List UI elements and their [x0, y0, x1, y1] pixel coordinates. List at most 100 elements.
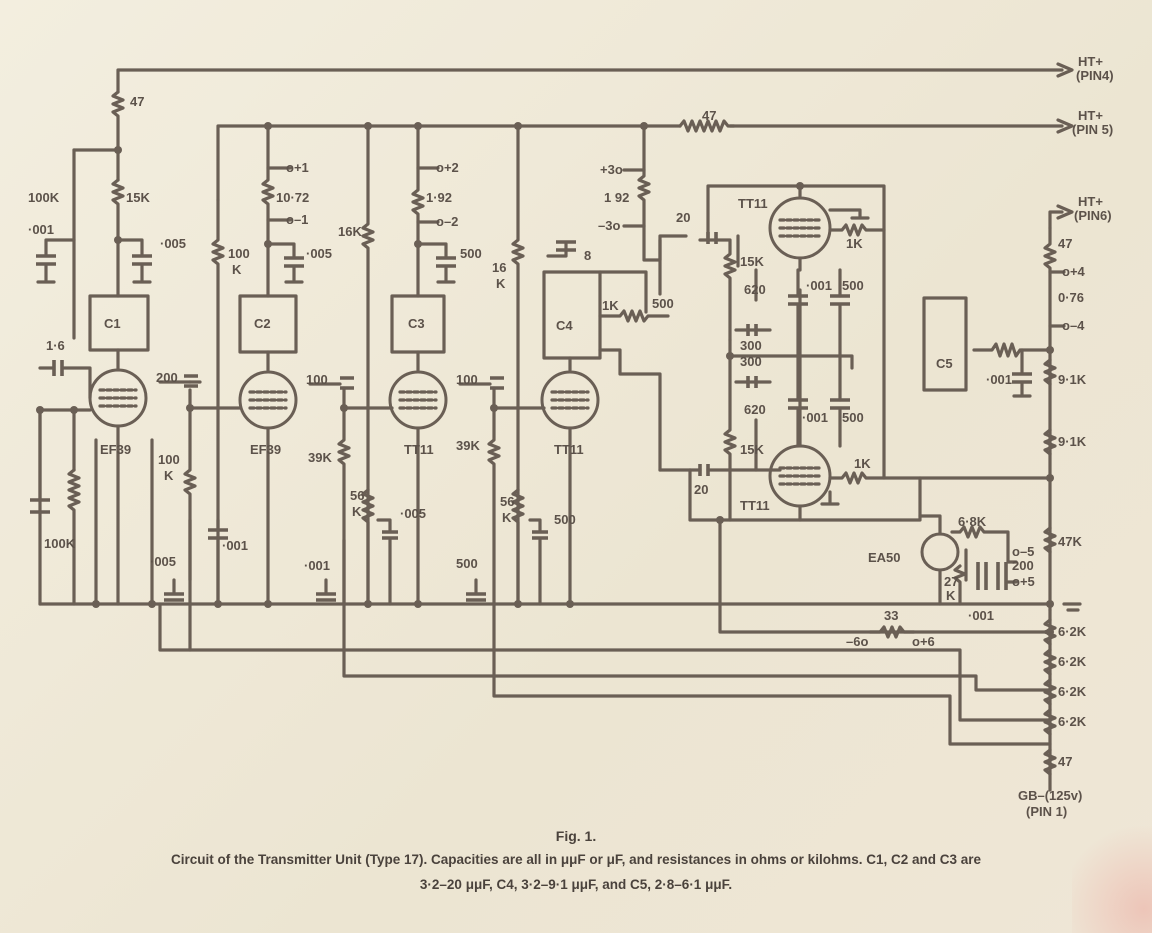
tap-label: o–2: [436, 214, 458, 229]
component-value: 6·2K: [1058, 654, 1087, 669]
component-value: K: [946, 588, 956, 603]
ht-pin5-label: HT+: [1078, 108, 1103, 123]
tap-label: –6o: [846, 634, 868, 649]
component-value: 20: [694, 482, 708, 497]
component-value: 0·76: [1058, 290, 1084, 305]
tube-label: EF39: [100, 442, 131, 457]
component-value: 47: [130, 94, 144, 109]
junctions: [36, 122, 1054, 636]
cap-label: C1: [104, 316, 121, 331]
stage-4: [458, 124, 688, 606]
component-value: 200: [1012, 558, 1034, 573]
figure-caption-line2: 3·2–20 μμF, C4, 3·2–9·1 μμF, and C5, 2·8…: [419, 877, 733, 892]
terminal-labels: HT+ (PIN4) HT+ (PIN 5) HT+ (PIN6) GB–(12…: [1018, 54, 1114, 819]
tap-label: o–1: [286, 212, 308, 227]
ht-pin5-sub: (PIN 5): [1072, 122, 1113, 137]
stage-3: [308, 124, 456, 606]
component-value: 300: [740, 338, 762, 353]
ht-pin4-label: HT+: [1078, 54, 1103, 69]
component-value: ·001: [222, 538, 248, 553]
component-value: 16K: [338, 224, 362, 239]
output-tank: [922, 226, 1082, 792]
component-value: 200: [156, 370, 178, 385]
component-values: 47 47 15K 100K ·001 ·005 100 K 10·72 ·00…: [28, 94, 1087, 769]
component-value: 1 92: [604, 190, 629, 205]
paper-stain: [1072, 813, 1152, 933]
tube-label: EF39: [250, 442, 281, 457]
tap-labels: o+1 o–1 o+2 o–2 +3o –3o o+4 o–4 o–5 o+5 …: [286, 160, 1086, 649]
component-value: 20: [676, 210, 690, 225]
component-value: 15K: [740, 442, 764, 457]
component-value: 1K: [854, 456, 871, 471]
tube-label: TT11: [738, 196, 768, 211]
component-value: 500: [842, 278, 864, 293]
tube-label: TT11: [404, 442, 434, 457]
component-value: K: [232, 262, 242, 277]
gb-pin1-sub: (PIN 1): [1026, 804, 1067, 819]
component-value: 6·2K: [1058, 684, 1087, 699]
component-value: 100: [306, 372, 328, 387]
component-value: 15K: [126, 190, 150, 205]
gb-pin1-label: GB–(125v): [1018, 788, 1082, 803]
cap-label: C4: [556, 318, 573, 333]
push-pull-stage: [658, 184, 1052, 522]
component-value: 27: [944, 574, 958, 589]
component-value: ·001: [968, 608, 994, 623]
tap-label: o–5: [1012, 544, 1034, 559]
component-value: 100: [456, 372, 478, 387]
tap-label: o+6: [912, 634, 935, 649]
component-value: 1·6: [46, 338, 65, 353]
ea50-section: [918, 514, 1018, 606]
component-value: ·001: [304, 558, 330, 573]
component-value: 56: [350, 488, 364, 503]
component-value: 6·8K: [958, 514, 987, 529]
component-value: 620: [744, 402, 766, 417]
component-value: K: [352, 504, 362, 519]
tube-labels: EF39 EF39 TT11 TT11 TT11 TT11 EA50: [100, 196, 901, 565]
tap-label: o+2: [436, 160, 459, 175]
component-value: 47: [1058, 754, 1072, 769]
stage-2: [150, 124, 304, 652]
component-value: K: [496, 276, 506, 291]
component-value: 1·92: [426, 190, 452, 205]
component-value: 100K: [44, 536, 76, 551]
cap-label: C3: [408, 316, 425, 331]
component-value: 500: [460, 246, 482, 261]
component-value: 300: [740, 354, 762, 369]
component-value: ·001: [28, 222, 54, 237]
figure-caption-line1: Circuit of the Transmitter Unit (Type 17…: [171, 852, 981, 867]
cap-label: C2: [254, 316, 271, 331]
component-value: K: [164, 468, 174, 483]
component-value: 39K: [456, 438, 480, 453]
component-value: 16: [492, 260, 506, 275]
ht-pin4-sub: (PIN4): [1076, 68, 1114, 83]
tap-label: –3o: [598, 218, 620, 233]
component-value: 500: [842, 410, 864, 425]
component-value: 56: [500, 494, 514, 509]
component-value: 39K: [308, 450, 332, 465]
component-value: 100: [158, 452, 180, 467]
tube-label: TT11: [554, 442, 584, 457]
stage-1: [30, 148, 152, 606]
tap-label: o+5: [1012, 574, 1035, 589]
ht-pin6-sub: (PIN6): [1074, 208, 1112, 223]
component-value: ·005: [160, 236, 186, 251]
tube-label: EA50: [868, 550, 901, 565]
component-value: 1K: [846, 236, 863, 251]
component-value: K: [502, 510, 512, 525]
component-value: 100: [228, 246, 250, 261]
figure-number: Fig. 1.: [555, 828, 597, 844]
component-value: ·001: [986, 372, 1012, 387]
component-value: ·001: [802, 410, 828, 425]
component-value: 100K: [28, 190, 60, 205]
tap-label: o+4: [1062, 264, 1086, 279]
ht-rails: [111, 62, 1074, 230]
component-value: 500: [554, 512, 576, 527]
component-value: 6·2K: [1058, 714, 1087, 729]
component-value: 9·1K: [1058, 372, 1087, 387]
component-value: ·005: [150, 554, 176, 569]
component-value: 8: [584, 248, 591, 263]
component-value: 500: [652, 296, 674, 311]
